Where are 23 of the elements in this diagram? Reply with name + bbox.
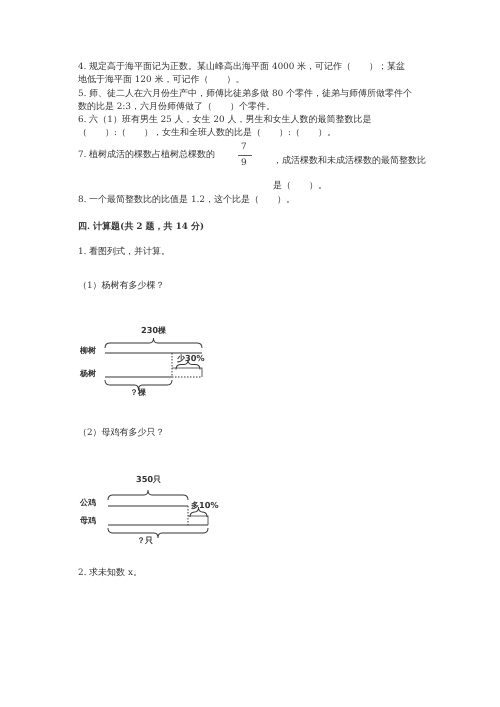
percent-label: 少30% — [177, 353, 205, 363]
question-text: 4. 规定高于海平面记为正数。某山峰高出海平面 4000 米，可记作（ ）；某盆地低于海平面 120 米，可记作（ ）。 — [78, 61, 406, 88]
row-label: 杨树 — [80, 368, 96, 378]
instruction-text: 1. 看图列式，并计算。 — [78, 246, 170, 259]
section-heading: 四. 计算题(共 2 题，共 14 分) — [78, 221, 204, 234]
quantity-label: 350只 — [136, 474, 162, 484]
fraction-denominator: 9 — [241, 157, 247, 170]
quantity-label: ？只 — [137, 535, 153, 545]
question-text: （1）杨树有多少棵？ — [78, 280, 165, 293]
row-label: 柳树 — [80, 345, 96, 355]
row-label: 公鸡 — [80, 497, 96, 507]
question-text: （2）母鸡有多少只？ — [78, 427, 165, 440]
question-text: 7. 植树成活的棵数占植树总棵数的 — [78, 149, 216, 162]
question-text: 5. 师、徒二人在六月份生产中，师傅比徒弟多做 80 个零件，徒弟与师傅所做零件个数的比是 2:3，六月份师傅做了（ ）个零件。 — [78, 88, 413, 114]
percent-label: 多10% — [191, 500, 219, 510]
question-text: 2. 求未知数 x。 — [78, 567, 142, 580]
quantity-label: ？棵 — [130, 387, 146, 397]
question-text: 6. 六（1）班有男生 25 人，女生 20 人，男生和女生人数的最简整数比是（ ）:（ ），女生和全班人数的比是（ ）:（ ）。 — [78, 114, 372, 140]
row-label: 母鸡 — [80, 515, 96, 525]
fraction-numerator: 7 — [241, 141, 247, 154]
question-text: 8. 一个最简整数比的比值是 1.2，这个比是（ ）。 — [78, 194, 295, 207]
quantity-label: 230棵 — [141, 325, 166, 335]
question-text: ，成活棵数和未成活棵数的最简整数比是（ ）。 — [273, 154, 427, 193]
